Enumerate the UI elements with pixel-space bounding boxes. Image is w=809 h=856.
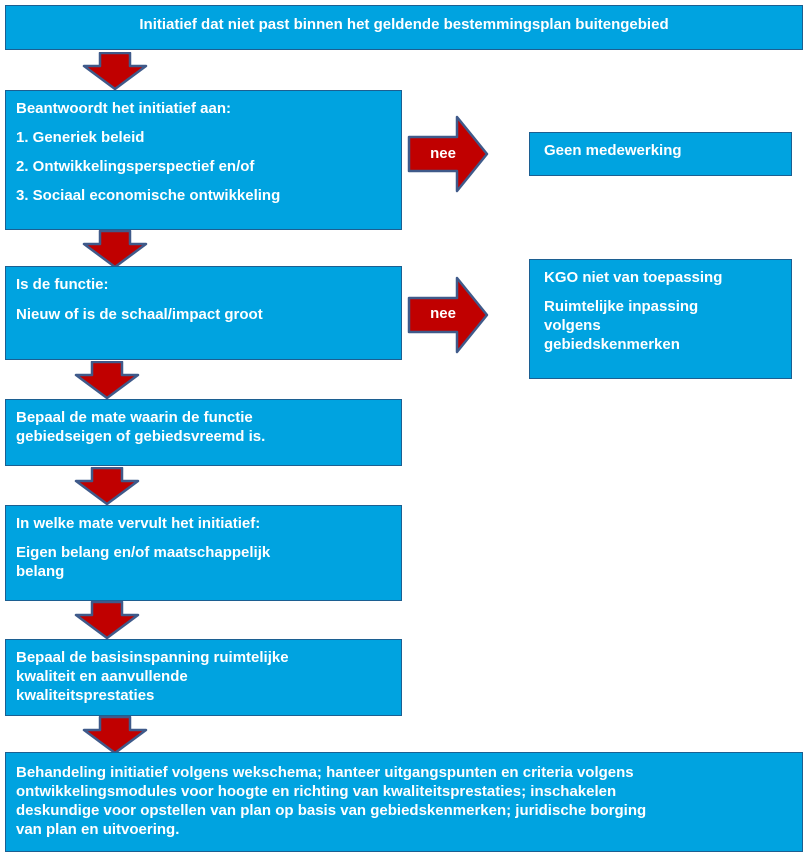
question-function-box: Is de functie: Nieuw of is de schaal/imp… (5, 266, 402, 360)
criteria-item-3: 3. Sociaal economische ontwikkeling (16, 187, 281, 204)
base-effort-text-1: Bepaal de basisinspanning ruimtelijke (16, 649, 289, 666)
treatment-text-4: van plan en uitvoering. (16, 821, 180, 838)
base-effort-text-3: kwaliteitsprestaties (16, 687, 155, 704)
spatial-fit-text-1: Ruimtelijke inpassing (544, 298, 699, 315)
down-arrow-5 (74, 601, 140, 639)
kgo-not-applicable-box: KGO niet van toepassing Ruimtelijke inpa… (529, 259, 792, 379)
no-arrow-2 (407, 276, 489, 354)
spatial-fit-text-3: gebiedskenmerken (544, 336, 680, 353)
down-arrow-6 (82, 716, 148, 754)
no-cooperation-text: Geen medewerking (544, 142, 682, 159)
down-arrow-2 (82, 230, 148, 268)
treatment-text-3: deskundige voor opstellen van plan op ba… (16, 802, 647, 819)
interest-box: In welke mate vervult het initiatief: Ei… (5, 505, 402, 601)
kgo-not-applicable-text: KGO niet van toepassing (544, 269, 723, 286)
determine-function-text-2: gebiedseigen of gebiedsvreemd is. (16, 428, 266, 445)
criteria-item-2: 2. Ontwikkelingsperspectief en/of (16, 158, 255, 175)
question-criteria-box: Beantwoordt het initiatief aan: 1. Gener… (5, 90, 402, 230)
treatment-box: Behandeling initiatief volgens wekschema… (5, 752, 803, 852)
no-label-1: nee (430, 145, 456, 162)
interest-title: In welke mate vervult het initiatief: (16, 515, 261, 532)
down-arrow-4 (74, 467, 140, 505)
base-effort-text-2: kwaliteit en aanvullende (16, 668, 188, 685)
question-function-title: Is de functie: (16, 276, 109, 293)
criteria-item-1: 1. Generiek beleid (16, 129, 145, 146)
base-effort-box: Bepaal de basisinspanning ruimtelijke kw… (5, 639, 402, 716)
question-function-text: Nieuw of is de schaal/impact groot (16, 306, 263, 323)
down-arrow-3 (74, 361, 140, 399)
spatial-fit-text-2: volgens (544, 317, 601, 334)
down-arrow-1 (82, 52, 148, 90)
start-box: Initiatief dat niet past binnen het geld… (5, 5, 803, 50)
determine-function-box: Bepaal de mate waarin de functie gebieds… (5, 399, 402, 466)
interest-text-1: Eigen belang en/of maatschappelijk (16, 544, 271, 561)
treatment-text-1: Behandeling initiatief volgens wekschema… (16, 764, 634, 781)
no-label-2: nee (430, 305, 456, 322)
no-cooperation-box: Geen medewerking (529, 132, 792, 176)
treatment-text-2: ontwikkelingsmodules voor hoogte en rich… (16, 783, 617, 800)
interest-text-2: belang (16, 563, 65, 580)
start-box-text: Initiatief dat niet past binnen het geld… (139, 16, 669, 33)
question-criteria-title: Beantwoordt het initiatief aan: (16, 100, 232, 117)
no-arrow-1 (407, 115, 489, 193)
determine-function-text-1: Bepaal de mate waarin de functie (16, 409, 253, 426)
